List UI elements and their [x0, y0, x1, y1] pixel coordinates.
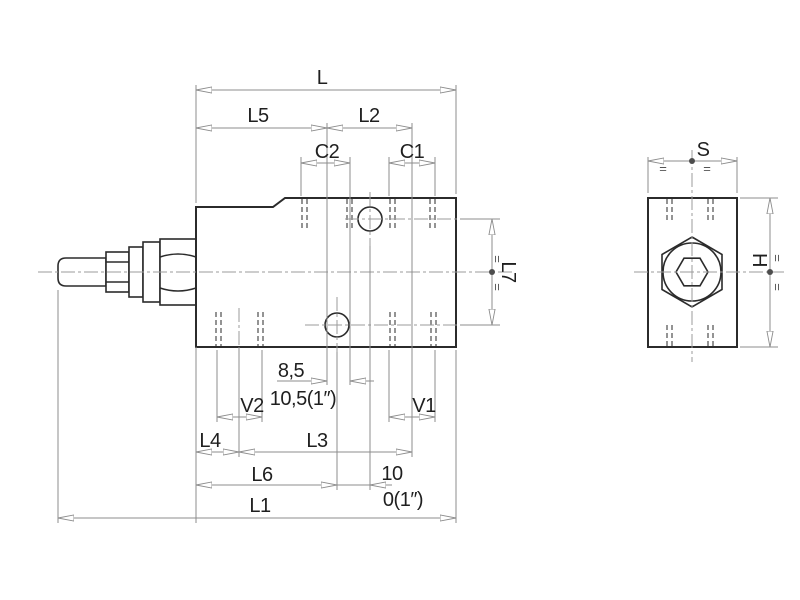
- dim-label-offset-port-alt: 0(1″): [383, 489, 423, 511]
- dim-label-L1: L1: [249, 495, 271, 517]
- symmetry-marks: = = = = = =: [489, 158, 785, 291]
- dim-label-L3: L3: [306, 430, 328, 452]
- cap-nut-facet: [159, 253, 197, 258]
- dim-label-V1: V1: [412, 395, 436, 417]
- screw-stem: [57, 257, 107, 287]
- equals-mark: =: [659, 161, 667, 176]
- dim-label-L7: L7: [497, 261, 519, 283]
- h-center-dot: [767, 269, 773, 275]
- centerlines: [38, 150, 784, 362]
- equals-mark: =: [770, 254, 785, 262]
- cap-nut-facet: [159, 287, 197, 292]
- dim-label-L: L: [317, 67, 328, 89]
- equals-mark: =: [490, 255, 505, 263]
- dim-label-S: S: [697, 139, 710, 161]
- dim-label-L5: L5: [247, 105, 269, 127]
- dimension-labels: L L5 L2 C2 C1 L7 8,5 10,5(1″) V2 V1 L4 L…: [199, 67, 770, 517]
- dim-label-H: H: [748, 253, 770, 267]
- s-center-dot: [689, 158, 695, 164]
- hidden-thread-lines: [215, 199, 714, 346]
- dim-label-C2: C2: [315, 141, 340, 163]
- dim-label-offset-port: 10: [381, 463, 403, 485]
- equals-mark: =: [770, 283, 785, 291]
- dim-label-L2: L2: [358, 105, 380, 127]
- dim-label-L4: L4: [199, 430, 221, 452]
- dim-label-offset-top-alt: 10,5(1″): [270, 388, 336, 410]
- equals-mark: =: [703, 161, 711, 176]
- dim-label-L6: L6: [251, 464, 273, 486]
- l7-center-dot: [489, 269, 495, 275]
- dim-label-V2: V2: [240, 395, 264, 417]
- dim-label-C1: C1: [400, 141, 425, 163]
- equals-mark: =: [490, 283, 505, 291]
- dim-label-offset-top: 8,5: [278, 360, 305, 382]
